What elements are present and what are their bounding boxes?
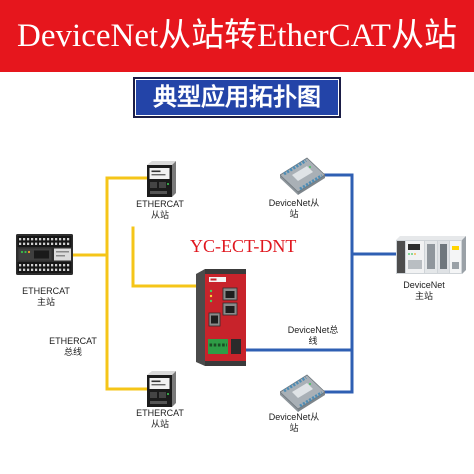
gateway-ethercat-link bbox=[131, 226, 199, 288]
devicenet-slave-bottom-label-line-1: DeviceNet从 bbox=[268, 412, 320, 422]
devicenet-io-module-icon bbox=[280, 374, 325, 412]
ethercat-slave-top-label-line-1: ETHERCAT bbox=[136, 199, 184, 209]
ethercat-bus-label-line-1: ETHERCAT bbox=[49, 336, 97, 346]
gateway-model-label: YC-ECT-DNT bbox=[190, 236, 297, 256]
ethercat-bus-label: ETHERCAT 总线 bbox=[33, 336, 113, 358]
devicenet-master-label-line-1: DeviceNet bbox=[403, 280, 445, 290]
ethercat-slave-top-label: ETHERCAT 从站 bbox=[120, 199, 200, 221]
devicenet-slave-top-label-line-2: 站 bbox=[289, 209, 299, 219]
ethercat-slave-device-icon bbox=[147, 371, 176, 407]
banner-title: DeviceNet从站转EtherCAT从站 bbox=[0, 0, 474, 72]
ethercat-master-label: ETHERCAT 主站 bbox=[6, 286, 86, 308]
ethercat-slave-bottom-label-line-1: ETHERCAT bbox=[136, 408, 184, 418]
devicenet-slave-bottom-label-line-2: 站 bbox=[289, 423, 299, 433]
section-heading: 典型应用拓扑图 bbox=[133, 77, 341, 118]
ethercat-master-label-line-2: 主站 bbox=[36, 297, 55, 307]
devicenet-master-label: DeviceNet 主站 bbox=[384, 280, 464, 302]
devicenet-bus-label-line-1: DeviceNet总 bbox=[287, 325, 339, 335]
ethercat-bus-label-line-2: 总线 bbox=[63, 347, 82, 357]
ethercat-slave-bottom-label: ETHERCAT 从站 bbox=[120, 408, 200, 430]
devicenet-io-module-icon bbox=[280, 157, 325, 195]
devicenet-master-label-line-2: 主站 bbox=[414, 291, 433, 301]
devicenet-slave-bottom-label: DeviceNet从 站 bbox=[254, 412, 334, 434]
devicenet-slave-top-label-line-1: DeviceNet从 bbox=[268, 198, 320, 208]
ethercat-slave-top-label-line-2: 从站 bbox=[150, 210, 169, 220]
ethercat-slave-bottom-label-line-2: 从站 bbox=[150, 419, 169, 429]
plc-rack-icon bbox=[396, 236, 466, 274]
devicenet-bus-label: DeviceNet总 线 bbox=[273, 325, 353, 347]
ethercat-master-label-line-1: ETHERCAT bbox=[22, 286, 70, 296]
devicenet-slave-top-label: DeviceNet从 站 bbox=[254, 198, 334, 220]
plc-icon bbox=[16, 234, 73, 275]
gateway-device-icon bbox=[196, 269, 246, 366]
devicenet-bus-label-line-2: 线 bbox=[308, 336, 318, 346]
ethercat-slave-device-icon bbox=[147, 161, 176, 197]
